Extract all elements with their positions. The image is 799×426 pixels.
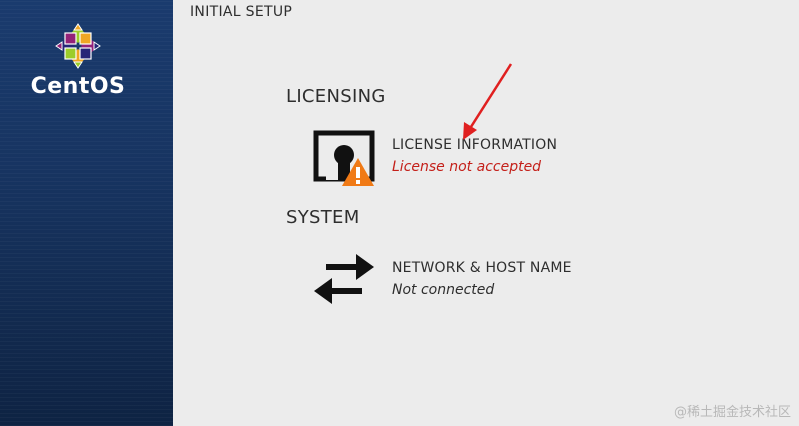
- network-host-name-spoke[interactable]: NETWORK & HOST NAME Not connected: [312, 252, 602, 308]
- watermark: @稀土掘金技术社区: [673, 405, 791, 420]
- spoke-status: Not connected: [392, 282, 495, 298]
- warning-icon: [342, 158, 374, 186]
- sidebar-texture: [0, 0, 173, 426]
- network-arrows-icon: [314, 254, 374, 304]
- section-title-system: SYSTEM: [286, 207, 360, 228]
- sidebar: CentOS: [0, 0, 173, 426]
- brand-name: CentOS: [30, 74, 126, 99]
- spoke-title: NETWORK & HOST NAME: [392, 260, 572, 276]
- section-title-licensing: LICENSING: [286, 86, 386, 107]
- spoke-status: License not accepted: [392, 159, 542, 175]
- centos-logo-icon: [55, 23, 101, 69]
- page-title: INITIAL SETUP: [190, 4, 293, 20]
- license-information-spoke[interactable]: LICENSE INFORMATION License not accepted: [312, 130, 592, 190]
- annotation-arrow-icon: [463, 63, 513, 140]
- spoke-title: LICENSE INFORMATION: [392, 137, 558, 153]
